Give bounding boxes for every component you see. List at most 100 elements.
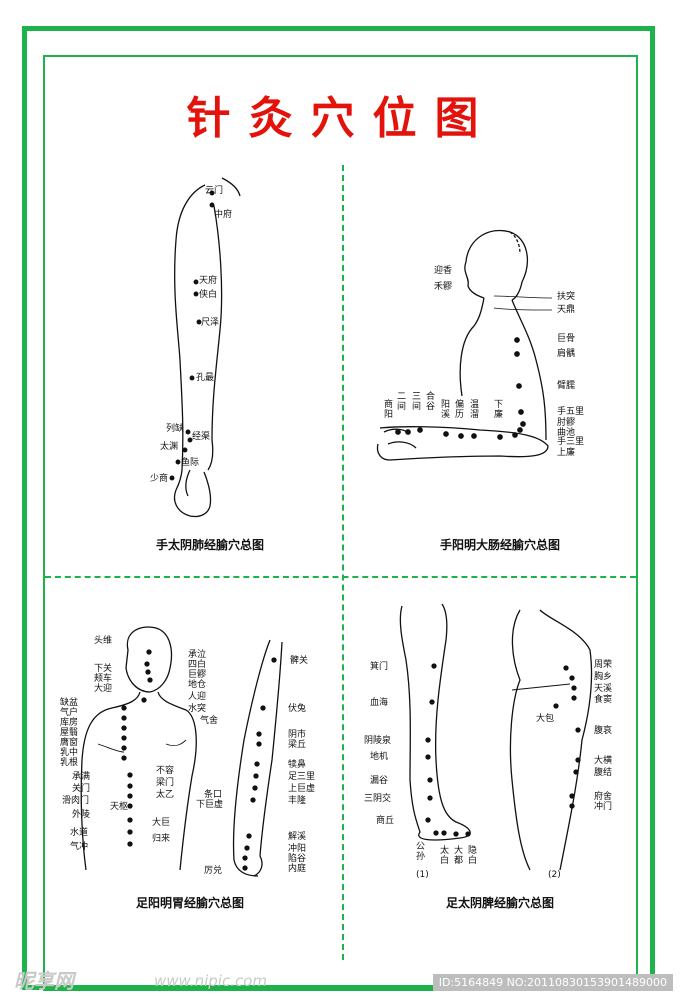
point-label: 周荣 (594, 660, 613, 670)
point-label: 天鼎 (557, 305, 576, 315)
point-label: 温溜 (470, 400, 480, 420)
point-label: 条口 (204, 790, 223, 800)
point-label: 归来 (152, 834, 171, 844)
caption-panel-4: 足太阴脾经腧穴总图 (445, 896, 554, 910)
point-label: 足三里 (288, 772, 316, 782)
point-label: 府舍 (594, 792, 613, 802)
point-label: 食窦 (594, 695, 613, 705)
point-label: 臂臑 (557, 381, 576, 391)
point-label: 上巨虚 (288, 784, 316, 794)
point-label: 外陵 (72, 810, 91, 820)
point-label: 胸乡 (594, 672, 613, 682)
point-label: 厉兑 (204, 866, 223, 876)
point-label: 少商 (150, 474, 169, 484)
point-label: 梁丘 (288, 740, 307, 750)
point-label: 阴陵泉 (364, 736, 392, 746)
point-label: 不容 (156, 766, 175, 776)
point-label: 下巨虚 (196, 800, 224, 810)
point-label: 大巨 (152, 818, 171, 828)
point-label: 梁门 (156, 778, 175, 788)
point-label: 商丘 (376, 816, 395, 826)
point-label: 气舍 (200, 716, 219, 726)
point-label: 天府 (199, 276, 218, 286)
point-label: 肩髃 (557, 349, 576, 359)
point-label: 经渠 (192, 432, 211, 442)
point-label: 阴市 (288, 730, 307, 740)
point-label: 屋翳 (60, 728, 79, 738)
point-label: 云门 (205, 186, 224, 196)
vertical-divider (342, 165, 344, 960)
point-label: 伏兔 (288, 704, 307, 714)
point-label: 大迎 (94, 684, 113, 694)
point-label: 人迎 (188, 692, 207, 702)
point-label: 气冲 (70, 842, 89, 852)
caption-panel-1: 手太阴肺经腧穴总图 (155, 538, 264, 552)
point-label: 地机 (370, 752, 389, 762)
point-label: 下关 (94, 664, 113, 674)
watermark-url: www.nipic.com (154, 972, 268, 990)
point-label: 漏谷 (370, 776, 389, 786)
point-label: 上廉 (557, 448, 576, 458)
sub-label: (1) (416, 870, 429, 880)
point-label: 太白 (440, 846, 450, 866)
point-label: 滑肉门 (62, 796, 90, 806)
point-label: 内庭 (288, 864, 307, 874)
point-label: 大都 (454, 846, 464, 866)
sub-label: (2) (548, 870, 561, 880)
point-label: 太渊 (160, 442, 179, 452)
point-label: 迎香 (434, 266, 453, 276)
point-label: 太乙 (156, 790, 175, 800)
point-label: 水突 (188, 704, 207, 714)
point-label: 库房 (60, 718, 79, 728)
point-label: 腹结 (594, 768, 613, 778)
point-label: 三间 (412, 392, 422, 412)
page-title: 针灸穴位图 (186, 93, 497, 144)
point-label: 扶突 (557, 292, 576, 302)
point-label: 商阳 (384, 400, 394, 420)
figure-4-body (399, 603, 593, 871)
inner-green-frame (43, 55, 638, 991)
point-label: 大包 (536, 714, 555, 724)
point-label: 手三里 (557, 437, 585, 447)
point-label: 肘髎 (557, 418, 576, 428)
point-label: 手五里 (557, 407, 585, 417)
point-label: 孔最 (196, 373, 215, 383)
caption-panel-2: 手阳明大肠经腧穴总图 (439, 538, 560, 552)
point-label: 水道 (70, 828, 89, 838)
point-label: 鱼际 (181, 458, 200, 468)
point-label: 箕门 (370, 662, 389, 672)
point-label: 列缺 (166, 424, 185, 434)
point-label: 天溪 (594, 684, 613, 694)
horizontal-divider (45, 576, 636, 578)
point-label: 腹哀 (594, 726, 613, 736)
point-label: 天枢 (110, 802, 129, 812)
point-label: 合谷 (426, 392, 436, 412)
point-label: 偏历 (455, 400, 465, 420)
point-label: 下廉 (494, 400, 504, 420)
point-label: 阳溪 (441, 400, 451, 420)
point-label: 关门 (72, 784, 91, 794)
point-label: 地仓 (188, 680, 207, 690)
point-label: 膺窗 (60, 738, 79, 748)
point-label: 颊车 (94, 674, 113, 684)
point-label: 大横 (594, 756, 613, 766)
point-label: 巨髎 (188, 670, 207, 680)
outer-green-frame (22, 26, 655, 990)
arm-figure-1 (169, 177, 241, 518)
point-label: 冲门 (594, 802, 613, 812)
watermark-logo: 昵享网 (14, 969, 74, 993)
point-label: 犊鼻 (288, 760, 307, 770)
point-label: 缺盆 (60, 698, 79, 708)
point-label: 禾髎 (434, 282, 453, 292)
point-label: 冲阳 (288, 844, 307, 854)
point-label: 头维 (94, 636, 113, 646)
point-label: 曲池 (557, 428, 576, 438)
point-label: 髀关 (290, 656, 309, 666)
figure-2-body (376, 229, 553, 461)
point-label: 巨骨 (557, 334, 576, 344)
point-label: 乳中 (60, 748, 79, 758)
point-label: 丰隆 (288, 796, 307, 806)
point-label: 中府 (214, 210, 233, 220)
caption-panel-3: 足阳明胃经腧穴总图 (135, 896, 244, 910)
